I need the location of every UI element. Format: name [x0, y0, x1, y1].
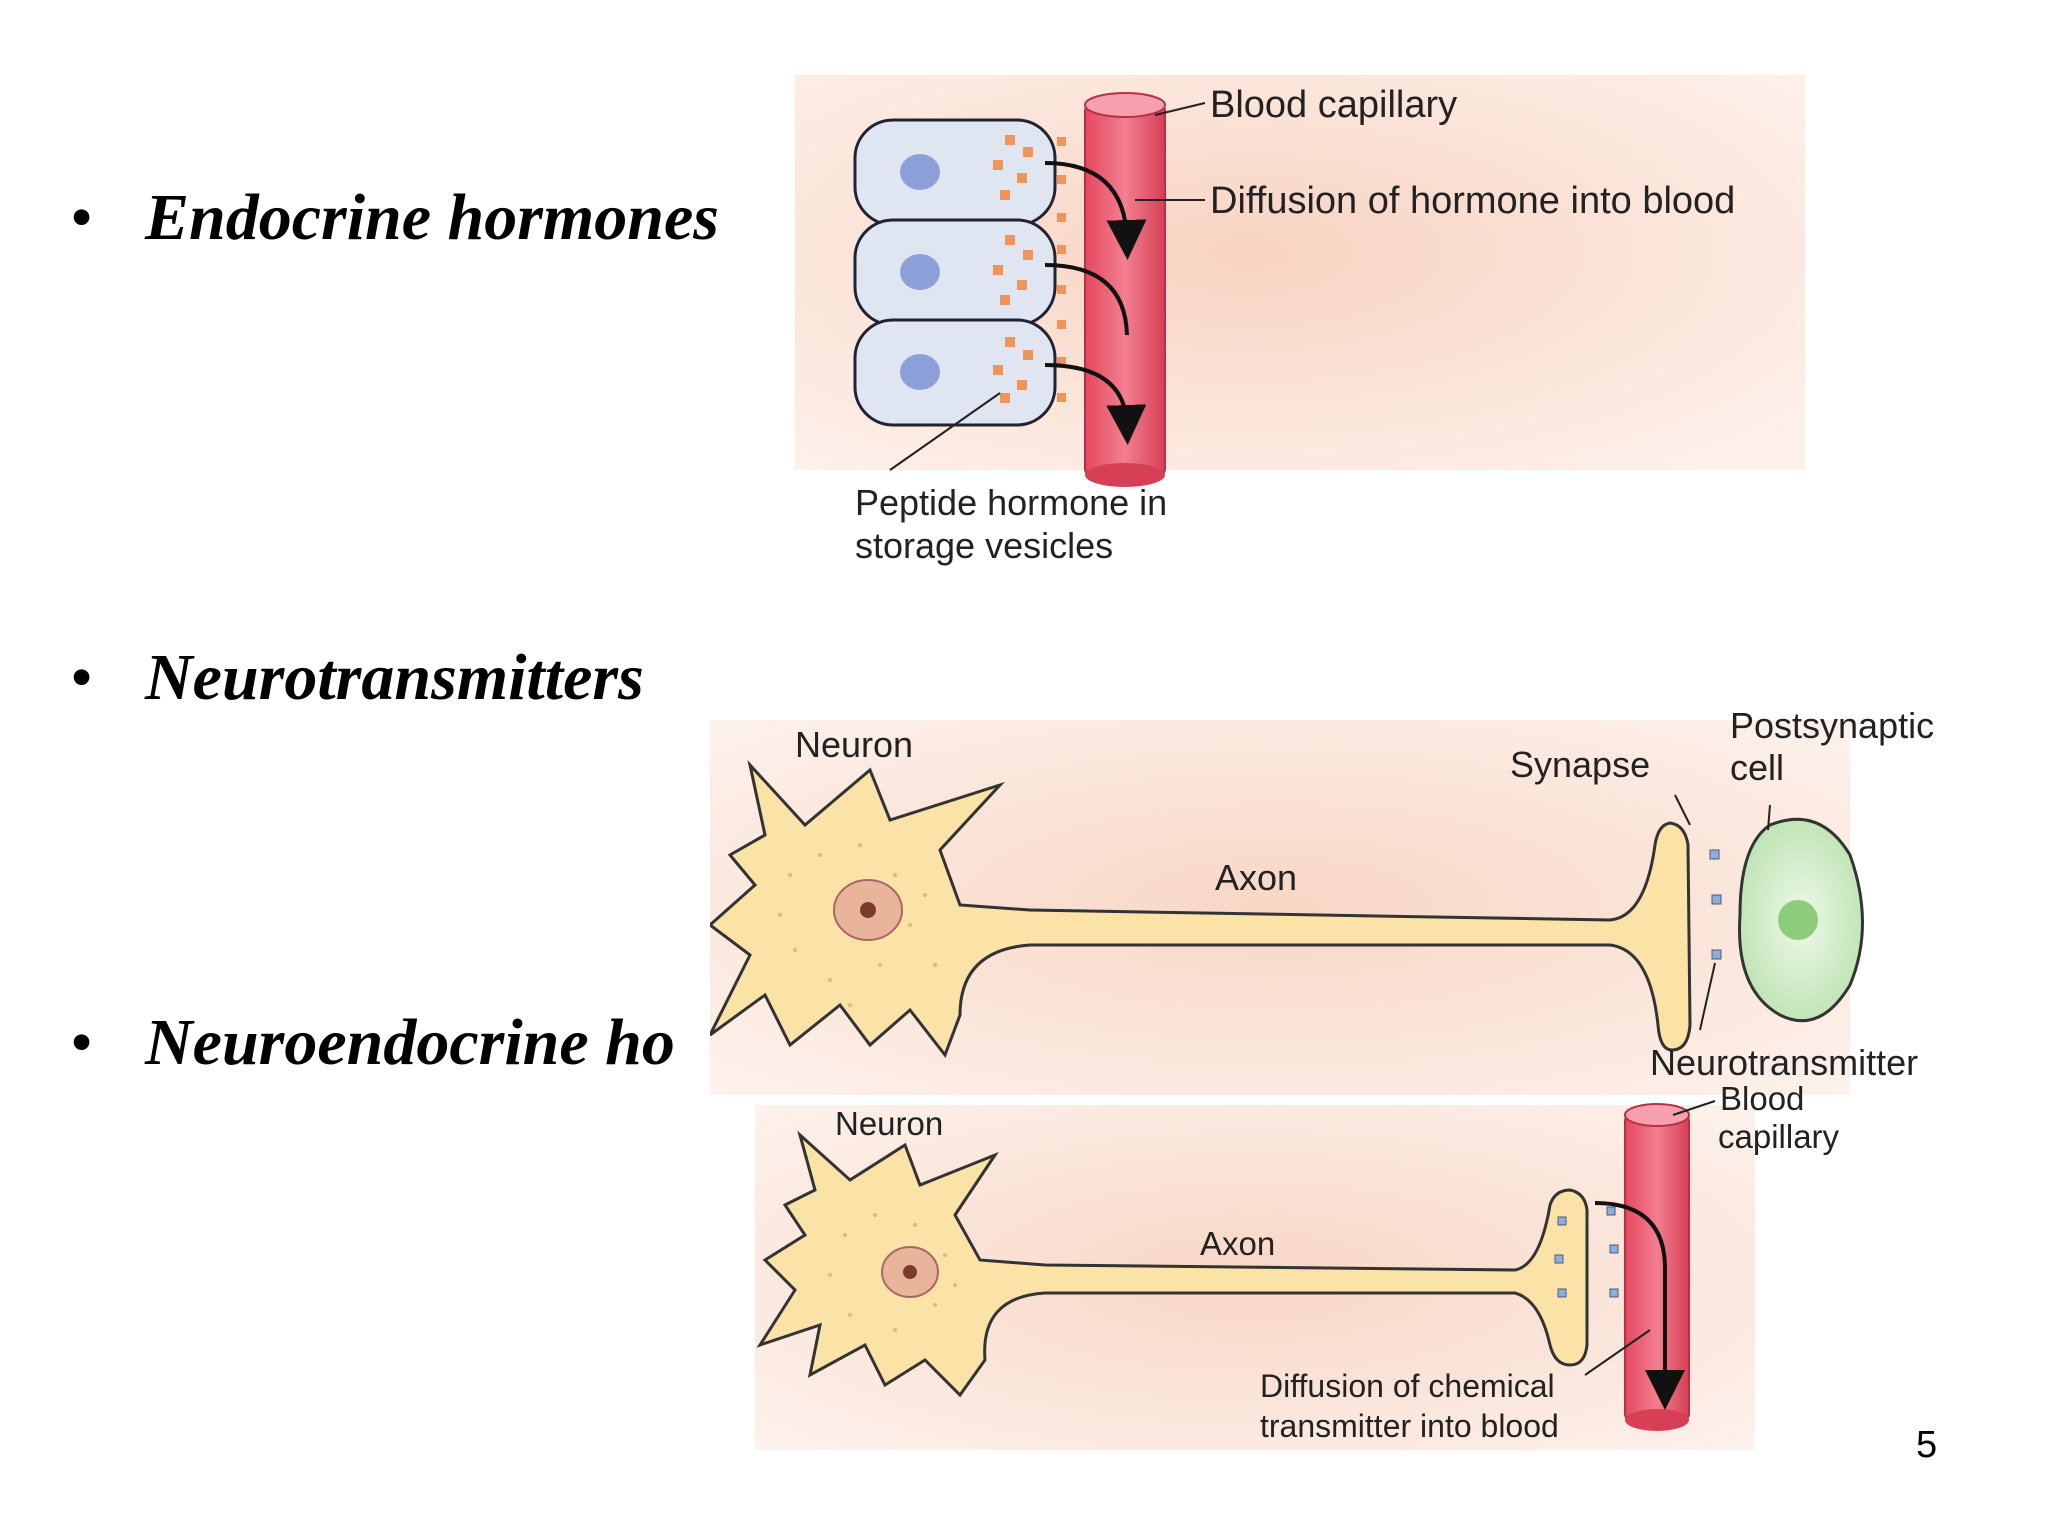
nucleus [900, 254, 940, 290]
neuron-speckles [828, 1213, 957, 1332]
neuron-nucleus [881, 1246, 939, 1298]
bullet-marker: • [70, 641, 94, 714]
label-neuron: Neuron [795, 724, 913, 765]
bullet-endocrine-hormones: • Endocrine hormones [70, 180, 719, 256]
bullet-marker: • [70, 1006, 94, 1079]
neuron-body [710, 759, 1692, 1059]
postsynaptic-cell [1738, 817, 1864, 1023]
diffusion-arrows [1044, 161, 1147, 445]
nucleus [900, 154, 940, 190]
neurotransmitter-diagram-svg: Neuron Axon Synapse Postsynaptic cell Ne… [710, 705, 1934, 1095]
label-postsynaptic-line2: cell [1730, 747, 1784, 788]
hormone-vesicles [993, 135, 1066, 403]
label-capillary-line2: capillary [1718, 1118, 1840, 1155]
bullet-text: Neuroendocrine ho [145, 1006, 675, 1079]
label-neurotransmitter: Neurotransmitter [1650, 1042, 1918, 1083]
leader-lines [1674, 794, 1771, 1031]
label-vesicles-line2: storage vesicles [855, 525, 1113, 566]
transmitter-molecules [1554, 1206, 1619, 1298]
blood-capillary [1624, 1103, 1690, 1431]
blood-capillary [1084, 92, 1166, 487]
label-neuron: Neuron [835, 1105, 943, 1142]
label-diffusion-line2: transmitter into blood [1260, 1408, 1559, 1444]
endocrine-cell-1 [853, 118, 1057, 227]
neuron-body [756, 1130, 1589, 1398]
endocrine-diagram-svg: Blood capillary Diffusion of hormone int… [795, 75, 1805, 566]
bullet-neurotransmitters: • Neurotransmitters [70, 640, 644, 716]
neurotransmitter-diagram: Neuron Axon Synapse Postsynaptic cell Ne… [710, 705, 1975, 1095]
label-axon: Axon [1215, 857, 1297, 898]
label-capillary-line1: Blood [1720, 1080, 1804, 1117]
diffusion-arrow [1594, 1201, 1685, 1410]
neuroendocrine-diagram: Neuron Axon Blood capillary Diffusion of… [755, 1075, 1875, 1450]
label-postsynaptic-line1: Postsynaptic [1730, 705, 1934, 746]
label-diffusion-hormone: Diffusion of hormone into blood [1210, 180, 1735, 222]
neuron-speckles [778, 843, 937, 1007]
bullet-text: Neurotransmitters [145, 641, 644, 714]
page-number: 5 [1916, 1424, 1938, 1466]
label-blood-capillary: Blood capillary [1210, 84, 1457, 126]
endocrine-cell-3 [853, 318, 1057, 427]
label-axon: Axon [1200, 1225, 1275, 1262]
endocrine-cell-2 [853, 218, 1057, 327]
bullet-marker: • [70, 181, 94, 254]
label-synapse: Synapse [1510, 744, 1650, 785]
leader-lines [889, 102, 1206, 471]
bullet-neuroendocrine-hormones: • Neuroendocrine ho [70, 1005, 675, 1081]
bullet-text: Endocrine hormones [145, 181, 719, 254]
neuron-nucleus [833, 879, 903, 941]
postsynaptic-nucleus [1778, 900, 1818, 940]
label-diffusion-line1: Diffusion of chemical [1260, 1368, 1555, 1404]
neuroendocrine-diagram-svg: Neuron Axon Blood capillary Diffusion of… [755, 1080, 1840, 1450]
nucleus [900, 354, 940, 390]
label-vesicles-line1: Peptide hormone in [855, 482, 1167, 523]
leader-lines [1584, 1100, 1716, 1376]
neurotransmitter-molecules [1709, 849, 1722, 960]
endocrine-diagram: Blood capillary Diffusion of hormone int… [795, 75, 1805, 580]
